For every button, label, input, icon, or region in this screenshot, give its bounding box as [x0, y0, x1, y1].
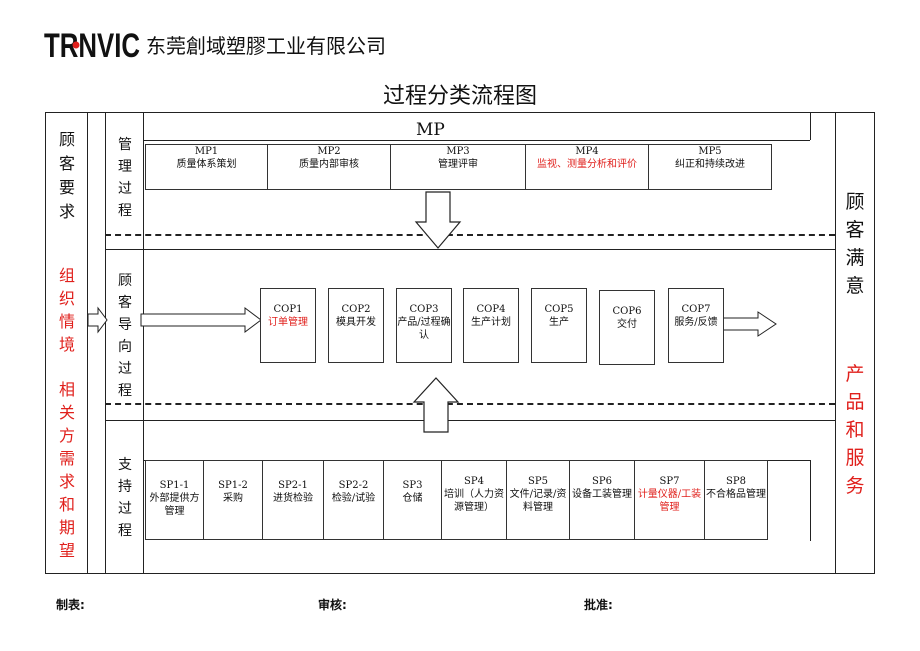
cop-label: 生产计划 — [471, 317, 511, 328]
sp-label: 外部提供方管理 — [149, 493, 200, 517]
sp-box-8: SP6 设备工装管理 — [569, 460, 635, 540]
mp-heading: MP — [416, 120, 445, 140]
diagram-frame — [45, 112, 875, 574]
approver-label: 批准: — [584, 598, 613, 612]
sp-label: 检验/试验 — [331, 493, 376, 504]
cop-label: 服务/反馈 — [674, 317, 718, 328]
mp-box-1: MP1 质量体系策划 — [145, 144, 268, 190]
sp-code: SP6 — [592, 476, 612, 487]
sp-box-1: SP1-1 外部提供方管理 — [145, 460, 204, 540]
sp-code: SP7 — [659, 476, 680, 487]
cop-box-5: COP5 生产 — [531, 288, 587, 363]
sp-code: SP3 — [402, 480, 423, 491]
sp-box-4: SP2-2 检验/试验 — [323, 460, 384, 540]
sp-code: SP2-2 — [338, 480, 369, 491]
cop-box-2: COP2 模具开发 — [328, 288, 384, 363]
sp-box-2: SP1-2 采购 — [203, 460, 263, 540]
sp-box-9: SP7 计量仪器/工装管理 — [634, 460, 705, 540]
cop-code: COP4 — [476, 304, 506, 315]
mp-box-3: MP3 管理评审 — [390, 144, 526, 190]
cop-code: COP3 — [409, 304, 439, 315]
cop-code: COP2 — [341, 304, 371, 315]
document-title: 过程分类流程图 — [382, 84, 537, 109]
mp-box-2: MP2 质量内部审核 — [267, 144, 391, 190]
mp-code: MP3 — [446, 146, 470, 157]
sp-code: SP4 — [464, 476, 484, 487]
sp-box-5: SP3 仓储 — [383, 460, 442, 540]
mp-code: MP4 — [575, 146, 599, 157]
cop-label: 订单管理 — [268, 317, 308, 328]
cop-code: COP5 — [544, 304, 574, 315]
mp-label: 管理评审 — [438, 159, 478, 170]
mp-code: MP2 — [317, 146, 341, 157]
cop-label: 交付 — [617, 319, 637, 330]
mp-lane-bottom — [143, 140, 810, 141]
products-services-label: 产品和服务 — [845, 363, 865, 497]
mp-code: MP5 — [698, 146, 722, 157]
left-divider-3 — [143, 112, 144, 574]
output-arrow — [721, 311, 777, 337]
cop-box-7: COP7 服务/反馈 — [668, 288, 724, 363]
cop-code: COP1 — [273, 304, 303, 315]
sp-label: 不合格品管理 — [706, 489, 766, 500]
cop-box-4: COP4 生产计划 — [463, 288, 519, 363]
cop-code: COP7 — [681, 304, 711, 315]
customer-satisfaction-label: 顾客满意 — [845, 191, 865, 297]
cop-label: 模具开发 — [336, 317, 376, 328]
dashed-separator-1 — [105, 234, 835, 236]
company-name: 东莞創域塑膠工业有限公司 — [146, 34, 386, 58]
support-process-label: 支持过程 — [118, 457, 132, 539]
up-arrow-sp — [412, 377, 460, 433]
cop-code: COP6 — [612, 306, 642, 317]
sp-label: 文件/记录/资料管理 — [509, 489, 567, 513]
sp-code: SP8 — [726, 476, 746, 487]
sp-box-3: SP2-1 进货检验 — [262, 460, 324, 540]
sp-box-7: SP5 文件/记录/资料管理 — [506, 460, 570, 540]
maker-label: 制表: — [56, 598, 85, 612]
sp-code: SP1-1 — [159, 480, 190, 491]
cop-label: 产品/过程确认 — [397, 317, 451, 341]
sp-code: SP2-1 — [278, 480, 308, 491]
cop-box-3: COP3 产品/过程确认 — [396, 288, 452, 363]
sp-code: SP5 — [528, 476, 548, 487]
org-context-label: 组织情境 — [58, 266, 75, 354]
sp-box-10: SP8 不合格品管理 — [704, 460, 768, 540]
sp-label: 仓储 — [402, 493, 423, 504]
left-divider-1 — [87, 112, 88, 574]
cop-box-6: COP6 交付 — [599, 290, 655, 365]
sp-box-6: SP4 培训（人力资源管理） — [441, 460, 507, 540]
management-process-label: 管理过程 — [118, 137, 132, 219]
mp-box-4: MP4 监视、测量分析和评价 — [525, 144, 649, 190]
left-divider-2 — [105, 112, 106, 574]
input-arrow-long — [140, 307, 262, 333]
cop-label: 生产 — [549, 317, 569, 328]
mp-lane-edge — [143, 112, 811, 140]
sp-code: SP1-2 — [218, 480, 248, 491]
mp-label: 质量内部审核 — [299, 159, 359, 170]
mp-label: 监视、测量分析和评价 — [537, 159, 637, 170]
sp-label: 设备工装管理 — [572, 489, 632, 500]
sp-label: 进货检验 — [273, 493, 313, 504]
mp-label: 纠正和持续改进 — [675, 159, 745, 170]
mp-code: MP1 — [194, 146, 219, 157]
mp-label: 质量体系策划 — [176, 159, 237, 170]
row-separator-2 — [105, 420, 835, 421]
down-arrow-mp — [414, 191, 462, 249]
sp-label: 培训（人力资源管理） — [444, 489, 504, 513]
row-separator-1 — [105, 249, 835, 250]
mp-box-5: MP5 纠正和持续改进 — [648, 144, 772, 190]
input-arrow-small — [87, 306, 108, 334]
reviewer-label: 审核: — [318, 598, 347, 612]
cop-box-1: COP1 订单管理 — [260, 288, 316, 363]
customer-oriented-process-label: 顾客导向过程 — [118, 273, 132, 399]
dashed-separator-2 — [105, 403, 835, 405]
company-logo: TRNVIC — [44, 27, 140, 64]
customer-requirements-label: 顾客要求 — [58, 130, 75, 221]
right-divider — [835, 112, 836, 574]
sp-label: 计量仪器/工装管理 — [637, 489, 702, 513]
logo-red-dot — [72, 41, 80, 49]
logo-text: TRNVIC — [44, 27, 140, 64]
stakeholder-needs-label: 相关方需求和期望 — [58, 380, 75, 560]
sp-label: 采购 — [223, 493, 243, 504]
